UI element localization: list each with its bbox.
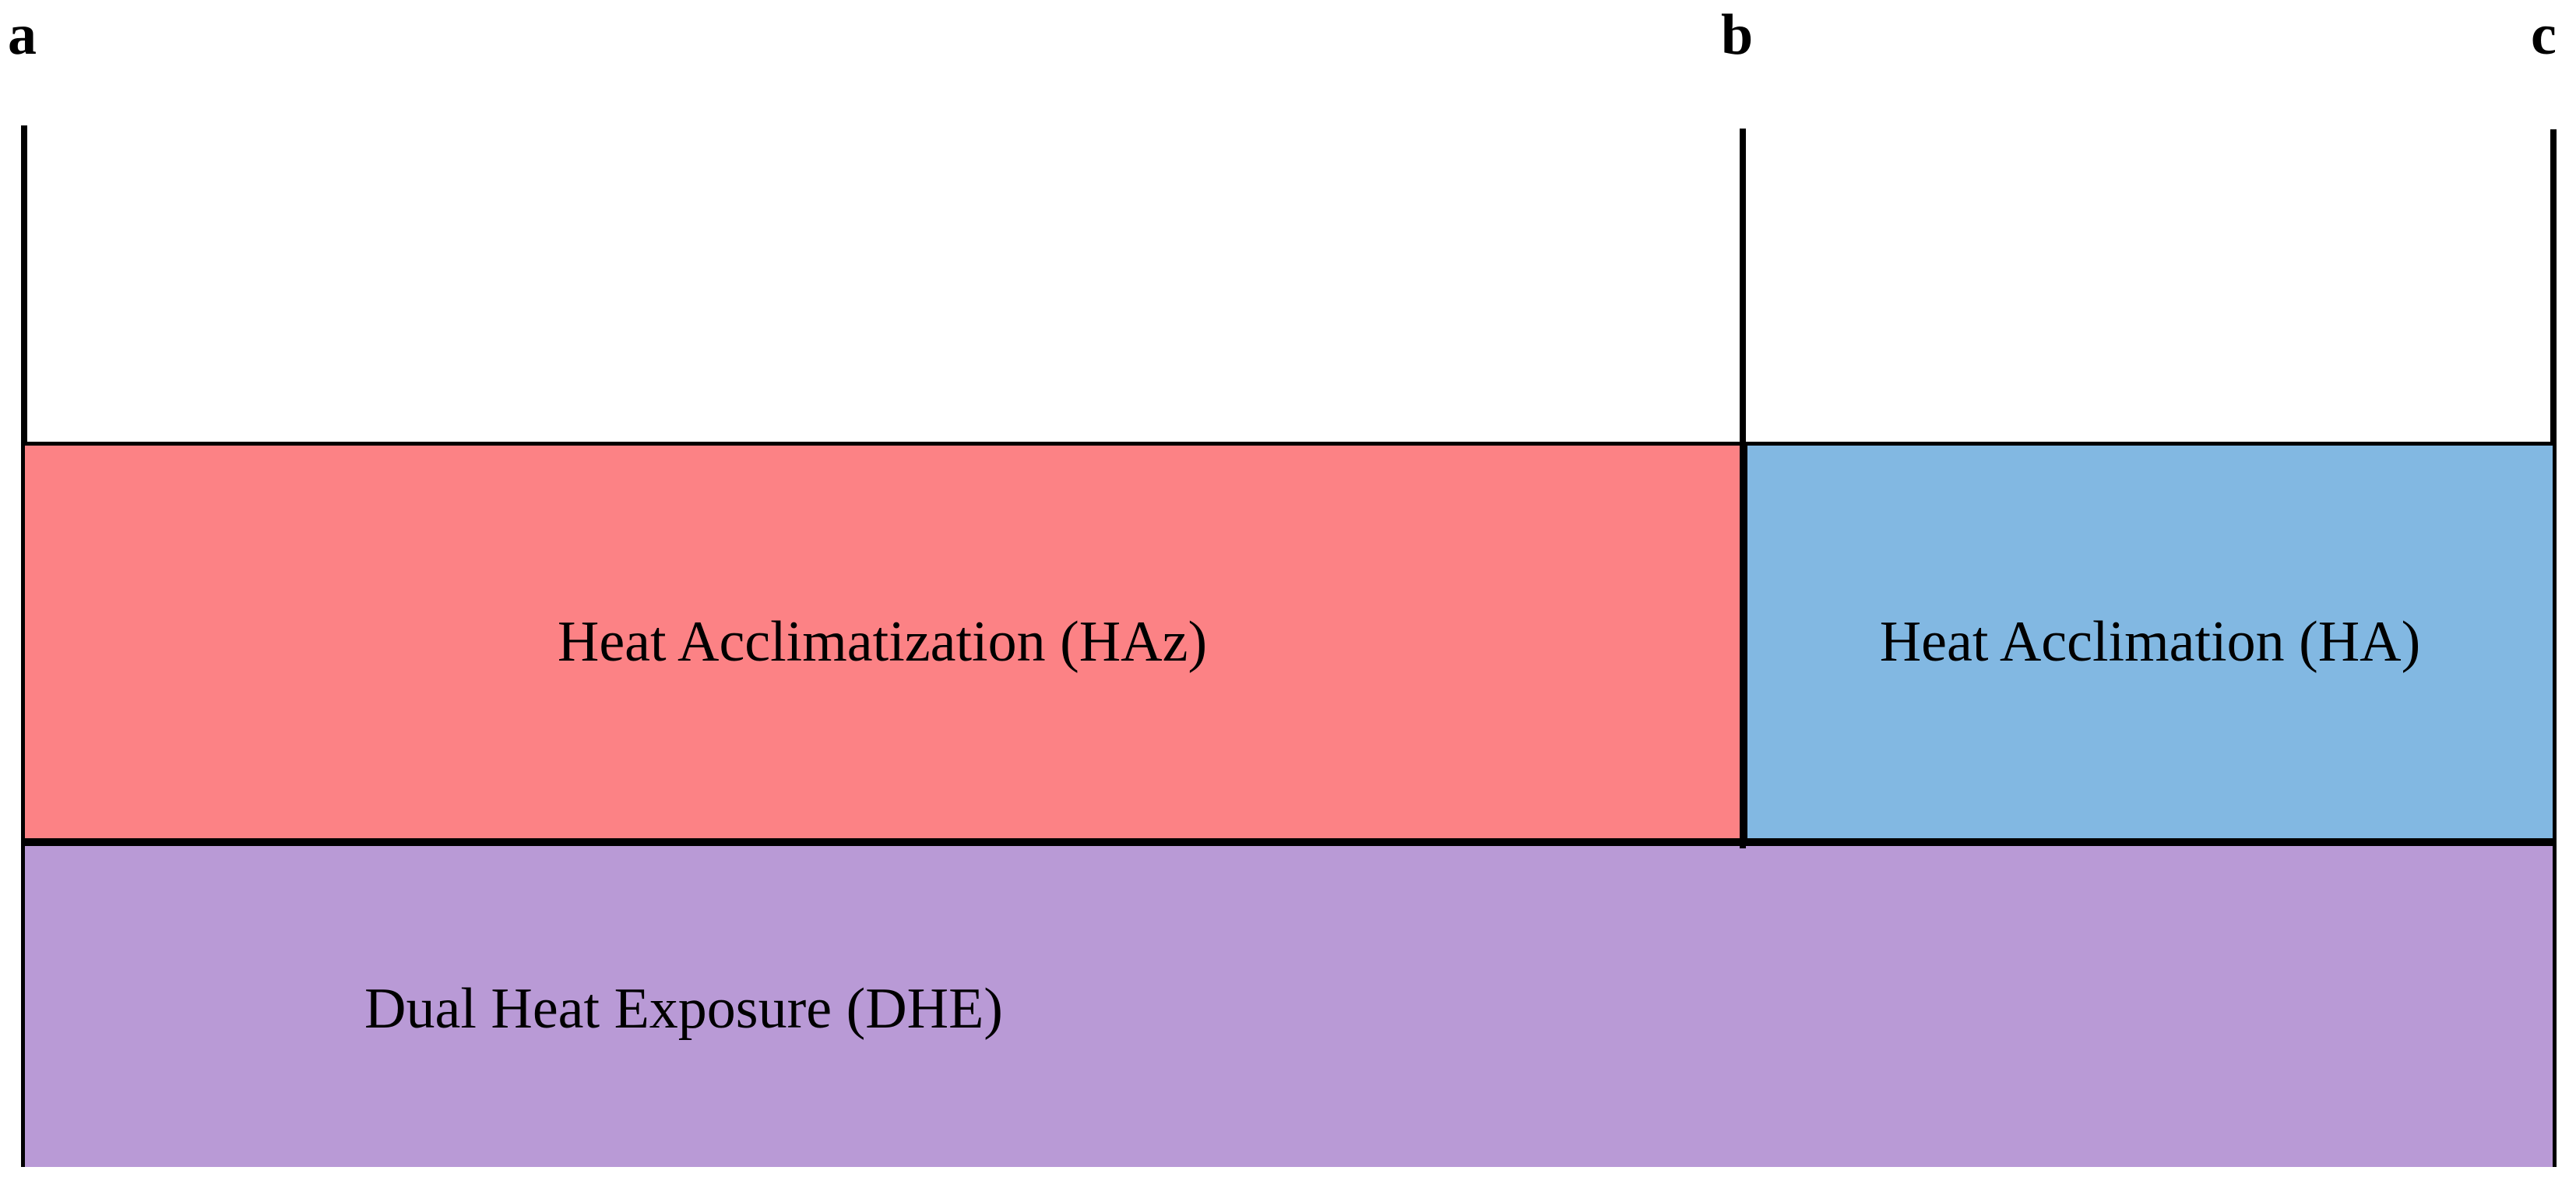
phase-block-heat-acclimatization: Heat Acclimatization (HAz) [21,442,1744,842]
panel-marker-a: a [8,3,37,67]
phase-label-heat-acclimation: Heat Acclimation (HA) [1879,610,2421,674]
phase-block-dual-heat-exposure: Dual Heat Exposure (DHE) [21,842,2557,1167]
panel-marker-b: b [1721,3,1754,67]
phase-label-dual-heat-exposure: Dual Heat Exposure (DHE) [364,977,1003,1041]
timeline-rule-b [1740,129,1746,848]
phase-label-heat-acclimatization: Heat Acclimatization (HAz) [557,610,1208,674]
panel-marker-c: c [2531,3,2557,67]
phase-block-heat-acclimation: Heat Acclimation (HA) [1744,442,2557,842]
